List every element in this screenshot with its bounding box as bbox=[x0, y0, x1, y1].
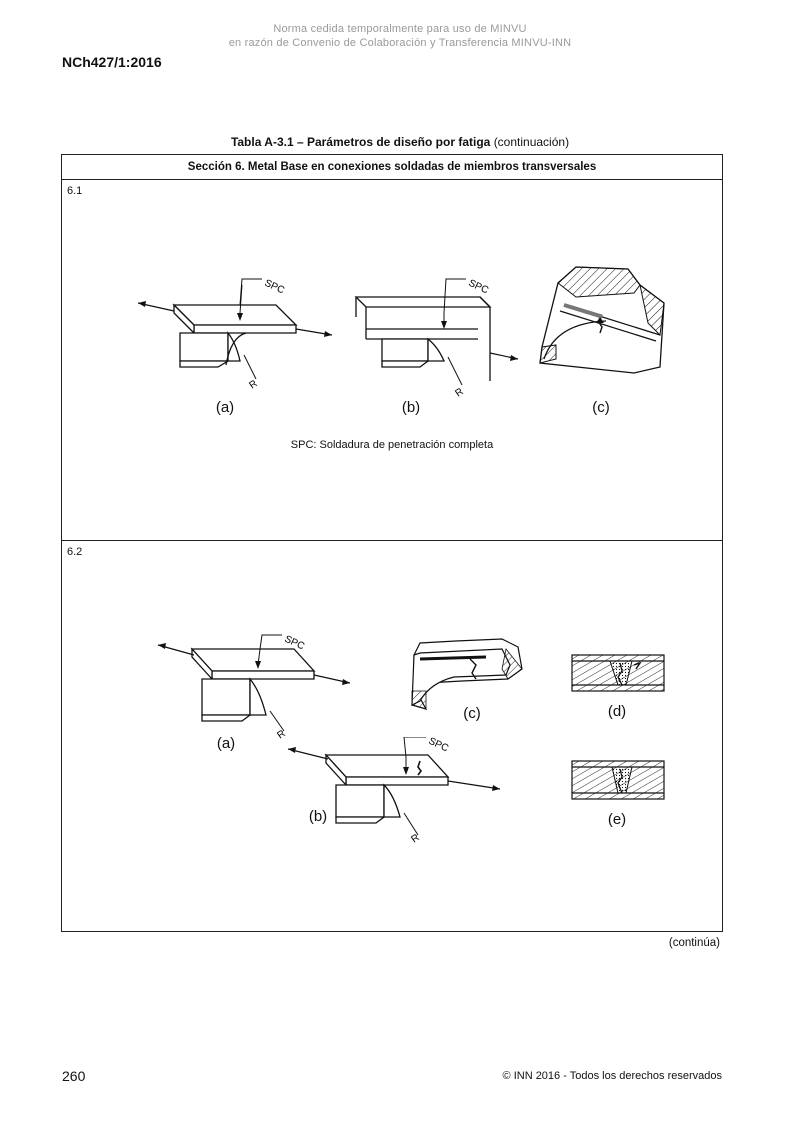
standard-code: NCh427/1:2016 bbox=[62, 54, 162, 70]
figure-label: (c) bbox=[592, 399, 610, 416]
figure-label: (b) bbox=[308, 808, 328, 825]
figure-label: (e) bbox=[607, 811, 627, 828]
radius-tag: R bbox=[453, 386, 465, 399]
table-title-main: Tabla A-3.1 – Parámetros de diseño por f… bbox=[230, 135, 491, 149]
figure-6-2-c bbox=[411, 638, 523, 710]
watermark: Norma cedida temporalmente para uso de M… bbox=[0, 22, 800, 50]
watermark-line-2: en razón de Convenio de Colaboración y T… bbox=[228, 37, 572, 49]
row-number-6-1: 6.1 bbox=[67, 185, 83, 197]
figure-6-2-b: SPC R bbox=[288, 737, 501, 845]
table-title-continuation: (continuación) bbox=[493, 135, 570, 149]
figure-label: (a) bbox=[216, 735, 236, 752]
weld-tag: SPC bbox=[427, 737, 450, 754]
figure-6-1-b: SPC R bbox=[354, 278, 519, 399]
figure-6-2-e bbox=[571, 760, 665, 800]
radius-tag: R bbox=[247, 378, 259, 391]
figure-6-1-c bbox=[539, 266, 665, 374]
copyright: © INN 2016 - Todos los derechos reservad… bbox=[502, 1070, 722, 1082]
figure-6-1-a: SPC R bbox=[137, 278, 333, 391]
spc-note: SPC: Soldadura de penetración completa bbox=[290, 439, 494, 451]
fatigue-table: Sección 6. Metal Base en conexiones sold… bbox=[61, 154, 723, 932]
radius-tag: R bbox=[409, 832, 421, 845]
weld-tag: SPC bbox=[467, 278, 490, 297]
figure-label: (c) bbox=[463, 705, 481, 722]
watermark-line-1: Norma cedida temporalmente para uso de M… bbox=[273, 23, 527, 35]
row-number-6-2: 6.2 bbox=[67, 546, 83, 558]
radius-tag: R bbox=[275, 728, 287, 741]
figure-label: (b) bbox=[401, 399, 421, 416]
figure-6-2-a: SPC R bbox=[157, 634, 351, 741]
weld-tag: SPC bbox=[263, 278, 286, 297]
page-number: 260 bbox=[62, 1068, 86, 1084]
row-divider bbox=[62, 540, 722, 541]
section-header: Sección 6. Metal Base en conexiones sold… bbox=[62, 155, 722, 180]
figure-label: (d) bbox=[607, 703, 627, 720]
figure-label: (a) bbox=[215, 399, 235, 416]
continuation-note: (continúa) bbox=[668, 937, 720, 949]
table-title: Tabla A-3.1 – Parámetros de diseño por f… bbox=[0, 135, 800, 149]
figure-6-2-d bbox=[571, 654, 665, 692]
